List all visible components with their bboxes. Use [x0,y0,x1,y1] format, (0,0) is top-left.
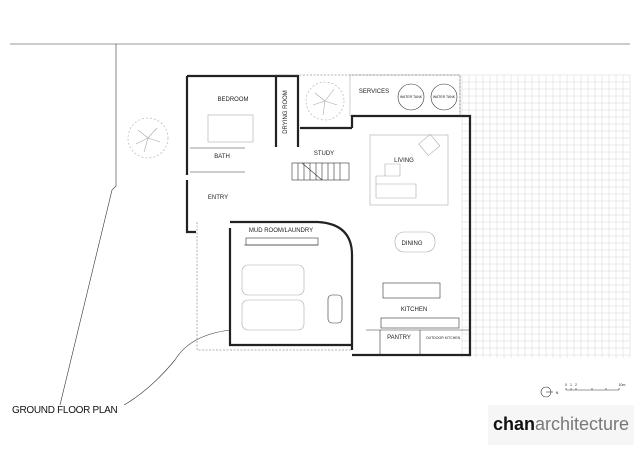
living-rug [369,134,449,206]
kitchen-bench [380,317,460,329]
laundry-bench [245,237,319,246]
water-tank-label: WATER TANK [400,95,423,99]
paving-grid [461,74,631,358]
tractor [327,294,343,324]
room-label-drying-room: DRYING ROOM [283,90,289,134]
furniture [207,114,460,331]
svg-text:2: 2 [575,383,577,387]
tree-icon [305,81,345,121]
room-label-mud-room: MUD ROOM/LAUNDRY [249,228,313,234]
car-2 [241,299,305,331]
room-label-pantry: PANTRY [387,335,411,341]
tree-icon [127,117,169,159]
walls [185,74,472,357]
room-label-dining: DINING [402,241,423,247]
svg-text:10m: 10m [619,383,626,387]
room-label-living: LIVING [394,158,414,164]
north-arrow-icon [540,386,553,398]
room-label-bedroom: BEDROOM [217,97,248,103]
stairs [291,162,350,181]
armchair [418,133,441,156]
svg-text:1: 1 [570,383,572,387]
water-tank-label: WATER TANK [433,95,456,99]
room-label-entry: ENTRY [208,195,228,201]
svg-text:0: 0 [565,383,567,387]
room-label-bath: BATH [214,154,230,160]
room-label-services: SERVICES [359,89,389,95]
scale-bar: 0 1 2 10m [565,383,626,391]
water-tank-2 [430,83,458,111]
water-tank-1 [397,83,425,111]
kitchen-island [382,282,441,299]
bed [207,114,254,143]
room-label-outdoor-kitchen: OUTDOOR KITCHEN [426,336,461,340]
room-label-kitchen: KITCHEN [401,307,427,313]
logo: chanarchitecture [488,405,634,445]
sofa [375,163,417,199]
site-boundary [10,43,630,406]
dining-table [394,231,436,253]
room-label-study: STUDY [314,151,334,157]
drawing-title: GROUND FLOOR PLAN [12,405,118,416]
north-label: N [556,391,559,395]
car-1 [241,264,305,296]
